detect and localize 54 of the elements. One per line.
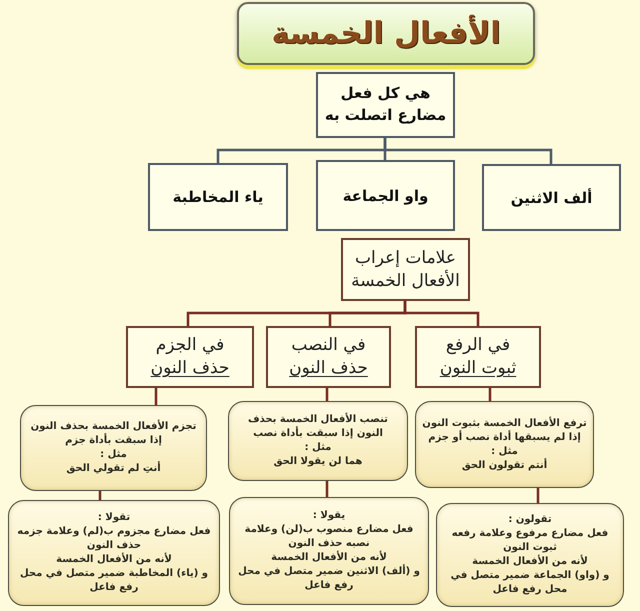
example-label: مثل : <box>100 448 127 462</box>
case-box <box>415 326 541 388</box>
connector-line <box>154 388 158 405</box>
reason-text: لأنه من الأفعال الخمسة <box>56 553 172 567</box>
case-label: في الرفع <box>446 334 510 357</box>
connector-line <box>98 491 102 500</box>
pronoun-label: واو الجماعة <box>342 186 428 204</box>
case-label: في النصب <box>291 334 366 357</box>
parse-text: فعل مضارع مجزوم ب(لم) وعلامة جزمه حذف النون <box>16 525 212 552</box>
rule-card <box>20 405 207 491</box>
heading-box <box>341 238 470 301</box>
pronoun-label: ياء المخاطبة <box>172 188 264 206</box>
pronoun-label: ألف الاثنين <box>510 188 592 206</box>
connector-line <box>326 388 328 401</box>
parse-text: فعل مضارع منصوب ب(لن) وعلامة نصبه حذف النون <box>244 523 414 550</box>
rule-text: ترفع الأفعال الخمسة بثبوت النون إذا لم يسبقها أداة نصب أو جزم مثل : <box>422 416 587 458</box>
pronoun-box <box>316 160 455 231</box>
case-box <box>266 326 391 388</box>
connector-line <box>536 488 540 503</box>
connector-line <box>384 138 552 164</box>
reason-text: لأنه من الأفعال الخمسة <box>271 551 387 564</box>
example-text: أنتم تقولون الحق <box>462 458 548 472</box>
pronoun-box <box>148 163 288 231</box>
sign-label: حذف النون <box>289 357 368 380</box>
case-label: في الجزم <box>156 334 224 357</box>
example-label: مثل : <box>304 441 332 455</box>
definition-box <box>316 72 455 138</box>
case-box <box>126 326 254 388</box>
sign-label: حذف النون <box>150 357 230 380</box>
sign-label: ثبوت النون <box>440 357 516 380</box>
parse-text: فعل مضارع مرفوع وعلامة رفعه ثبوت النون <box>450 527 610 554</box>
parse-word: يقولا : <box>312 509 346 523</box>
parse-word: تقولون : <box>508 513 552 527</box>
example-text: أنتِ لم تقولي الحق <box>66 462 161 476</box>
parse-card <box>436 503 624 607</box>
connector-line <box>404 301 480 326</box>
rule-card <box>228 401 408 481</box>
pronoun-note: و (واو) الجماعة ضمير متصل في محل رفع فاعل <box>450 569 610 597</box>
parse-card <box>8 500 220 606</box>
heading-text: علامات إعراب الأفعال الخمسة <box>350 247 461 292</box>
parse-card <box>229 497 429 605</box>
rule-text: تنصب الأفعال الخمسة بحذف النون إذا سبقت بأداة نصب <box>247 413 389 441</box>
pronoun-note: و (ألف) الاثنين ضمير متصل في محل رفع فاعل <box>237 565 421 593</box>
title-text: الأفعال الخمسة <box>272 16 500 51</box>
connector-line <box>488 388 492 401</box>
parse-word: تقولا : <box>98 511 130 525</box>
pronoun-box <box>482 164 621 231</box>
rule-card <box>415 401 594 488</box>
pronoun-note: و (ياء) المخاطبة ضمير متصل في محل رفع فاعل <box>19 567 209 595</box>
rule-text: تجزم الأفعال الخمسة بحذف النون إذا سبقت بأداة جزم <box>30 420 198 448</box>
definition-text: هي كل فعل مضارع اتصلت به <box>324 83 447 126</box>
reason-text: لأنه من الأفعال الخمسة <box>472 555 588 569</box>
example-text: هما لن يقولا الحق <box>274 455 362 469</box>
connector-line <box>326 481 328 497</box>
